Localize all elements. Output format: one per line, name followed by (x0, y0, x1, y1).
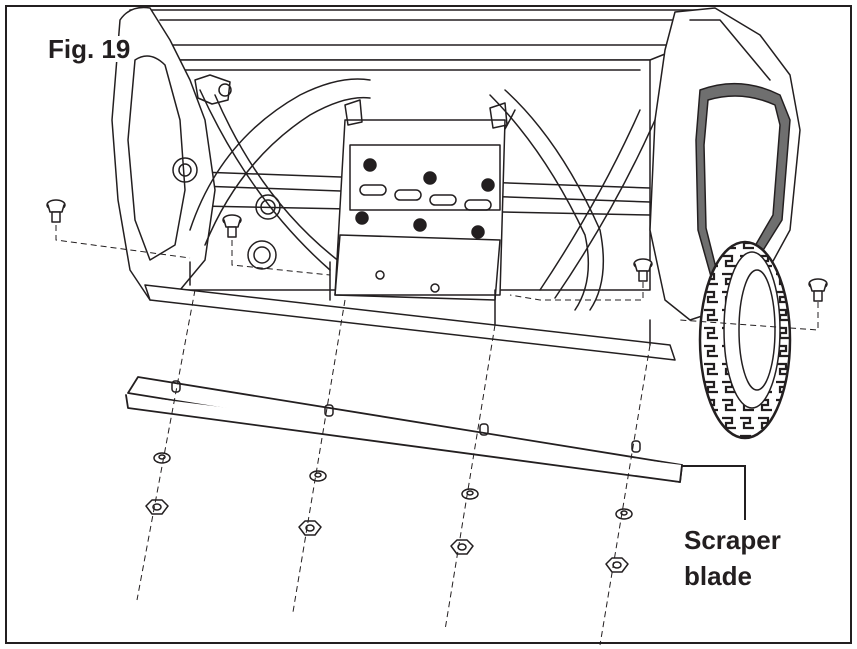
hex-nuts (145, 499, 629, 573)
flat-washer (153, 452, 171, 464)
carriage-bolt (808, 278, 828, 302)
carriage-bolt (633, 258, 653, 282)
scraper-blade-callout: Scraper blade (684, 522, 781, 594)
hex-nut (605, 557, 629, 573)
flat-washers (153, 452, 633, 520)
flat-washer (615, 508, 633, 520)
figure-label: Fig. 19 (46, 34, 133, 64)
wheel (698, 240, 792, 440)
carriage-bolts (46, 199, 828, 302)
carriage-bolt (46, 199, 66, 223)
hex-nut (298, 520, 322, 536)
callout-line-1: Scraper (684, 525, 781, 555)
auger-spirals (189, 78, 656, 311)
left-side-plate (111, 6, 232, 301)
hex-nut (145, 499, 169, 515)
flat-washer (461, 488, 479, 500)
hex-nut (450, 539, 474, 555)
figure-border (5, 5, 852, 644)
blade-slot (479, 423, 489, 436)
blade-slot (631, 440, 641, 453)
assembly-guide-lines (55, 225, 819, 646)
callout-leader (682, 465, 746, 520)
right-side-plate (649, 7, 801, 321)
center-gearbox (334, 99, 508, 301)
scraper-blade (125, 376, 683, 483)
blade-slot (324, 404, 334, 417)
callout-line-2: blade (684, 561, 752, 591)
carriage-bolt (222, 214, 242, 238)
flat-washer (309, 470, 327, 482)
